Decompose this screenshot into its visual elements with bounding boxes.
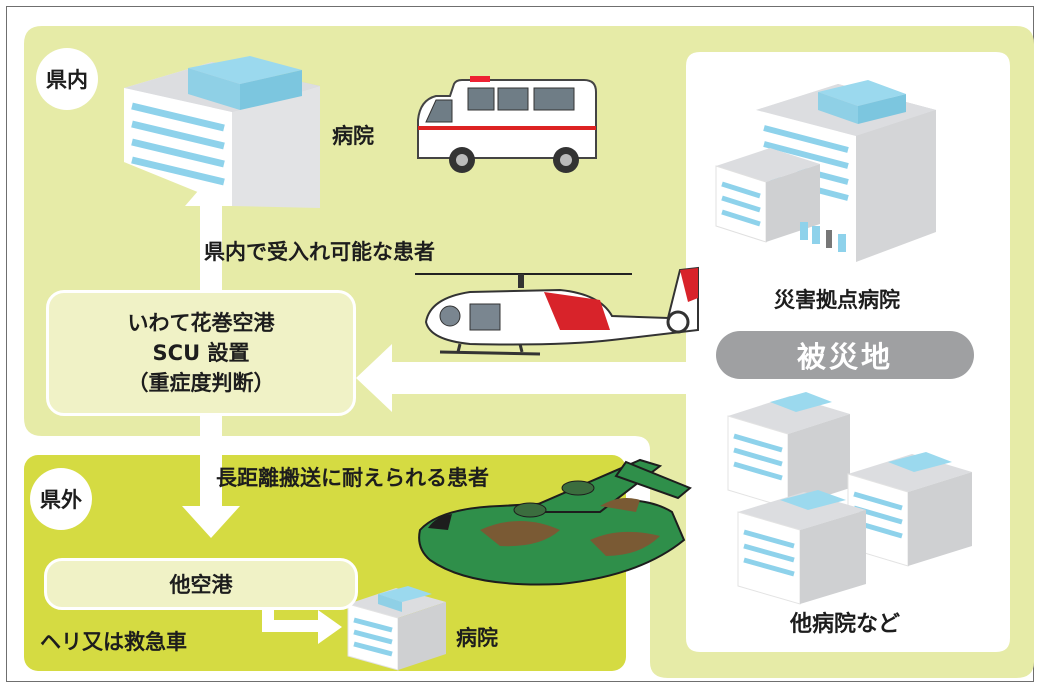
disaster-hub-hospital-label: 災害拠点病院 — [774, 288, 900, 312]
disaster-area-pill: 被災地 — [716, 331, 974, 379]
other-hospitals-label: 他病院など — [790, 612, 901, 637]
transport-aircraft-illustration — [418, 458, 692, 586]
in-pref-patients-label: 県内で受入れ可能な患者 — [204, 240, 435, 264]
disaster-hub-hospital-building — [715, 80, 936, 262]
scu-line-triage: （重症度判断） — [127, 371, 275, 395]
arrow-to-bottom-hospital — [262, 592, 342, 644]
arrow-left-from-disaster — [356, 344, 690, 412]
arrow-up-shaft — [200, 205, 222, 291]
other-hospitals-buildings — [727, 392, 972, 605]
in-prefecture-badge: 県内 — [36, 48, 98, 110]
other-airport-box: 他空港 — [44, 558, 358, 610]
long-distance-patients-label: 長距離搬送に耐えられる患者 — [216, 466, 489, 490]
hospital-building-top — [124, 56, 320, 208]
out-of-prefecture-badge: 県外 — [30, 468, 92, 530]
ambulance-illustration — [417, 76, 597, 173]
scu-line-setup: SCU 設置 — [152, 341, 250, 365]
helicopter-illustration — [415, 266, 699, 356]
scu-line-airport: いわて花巻空港 — [127, 311, 275, 335]
arrow-down-shaft — [200, 414, 222, 507]
arrow-down-to-airport — [182, 506, 240, 538]
hospital-top-label: 病院 — [332, 124, 374, 148]
hospital-building-bottom — [347, 586, 446, 671]
heli-or-ambulance-label: ヘリ又は救急車 — [40, 630, 187, 654]
hospital-bottom-label: 病院 — [456, 626, 498, 650]
other-airport-label: 他空港 — [169, 573, 233, 597]
scu-box: いわて花巻空港 SCU 設置 （重症度判断） — [46, 290, 356, 416]
